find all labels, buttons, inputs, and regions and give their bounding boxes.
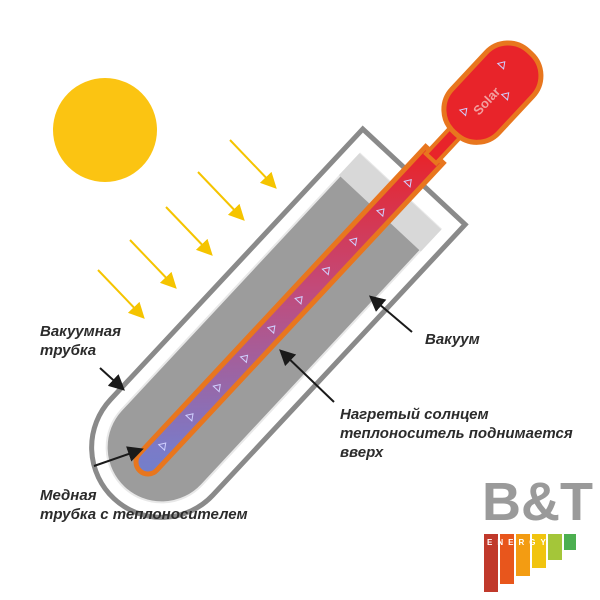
sun-ray [97, 269, 145, 319]
fluid-particle [239, 354, 249, 364]
vacuum-tube-label-line1: Вакуумная [40, 323, 121, 340]
copper-tube-label: Медная трубка с теплоносителем [40, 486, 248, 524]
vacuum-pointer-arrow [368, 295, 413, 333]
logo-text: B&T [482, 472, 593, 532]
vacuum-tube-assembly: Solar [89, 40, 544, 520]
heated-fluid-label-line1: Нагретый солнцем [340, 406, 489, 423]
bt-energy-logo: B&T ENERGY [482, 472, 593, 592]
vacuum-tube-label-line2: трубка [40, 342, 97, 359]
fluid-particle [403, 179, 412, 188]
fluid-particle [157, 442, 167, 452]
fluid-particle [348, 237, 358, 247]
fluid-particle [375, 208, 385, 218]
logo-bar [500, 534, 514, 584]
fluid-particle [266, 325, 276, 335]
heated-fluid-label: Нагретый солнцем теплоноситель поднимает… [340, 405, 573, 462]
fluid-particle [321, 266, 331, 276]
vacuum-tube-pointer-arrow [99, 367, 125, 391]
sun-icon [53, 78, 157, 182]
sun-ray [197, 171, 245, 221]
copper-tube-pointer-arrow [93, 446, 144, 467]
vacuum-tube-label: Вакуумная трубка [40, 322, 121, 360]
heated-fluid-pointer-arrow [279, 349, 335, 403]
logo-bar [484, 534, 498, 592]
fluid-particle [458, 107, 468, 117]
copper-tube-label-line1: Медная [40, 487, 97, 504]
logo-bar [564, 534, 576, 550]
logo-bar [516, 534, 530, 576]
vacuum-label-text: Вакуум [425, 331, 480, 348]
heated-fluid-label-line2: теплоноситель поднимается [340, 425, 573, 442]
sun-ray [229, 139, 277, 189]
fluid-particle [294, 296, 303, 305]
logo-bar [548, 534, 562, 560]
fluid-particle [184, 413, 194, 422]
fluid-particles [157, 61, 510, 452]
vacuum-label: Вакуум [425, 330, 480, 349]
fluid-particle [500, 92, 510, 101]
sun-ray [165, 206, 213, 256]
heated-fluid-label-line3: вверх [340, 444, 384, 461]
logo-energy-bars [484, 534, 576, 592]
logo-bar [532, 534, 546, 568]
condenser-bulb [441, 40, 544, 145]
fluid-particle [496, 61, 506, 70]
logo-subtext: ENERGY [487, 538, 551, 547]
copper-tube-label-line2: трубка с теплоносителем [40, 506, 248, 523]
fluid-particle [212, 383, 221, 393]
sun-rays [97, 139, 277, 319]
sun-ray [129, 239, 177, 289]
